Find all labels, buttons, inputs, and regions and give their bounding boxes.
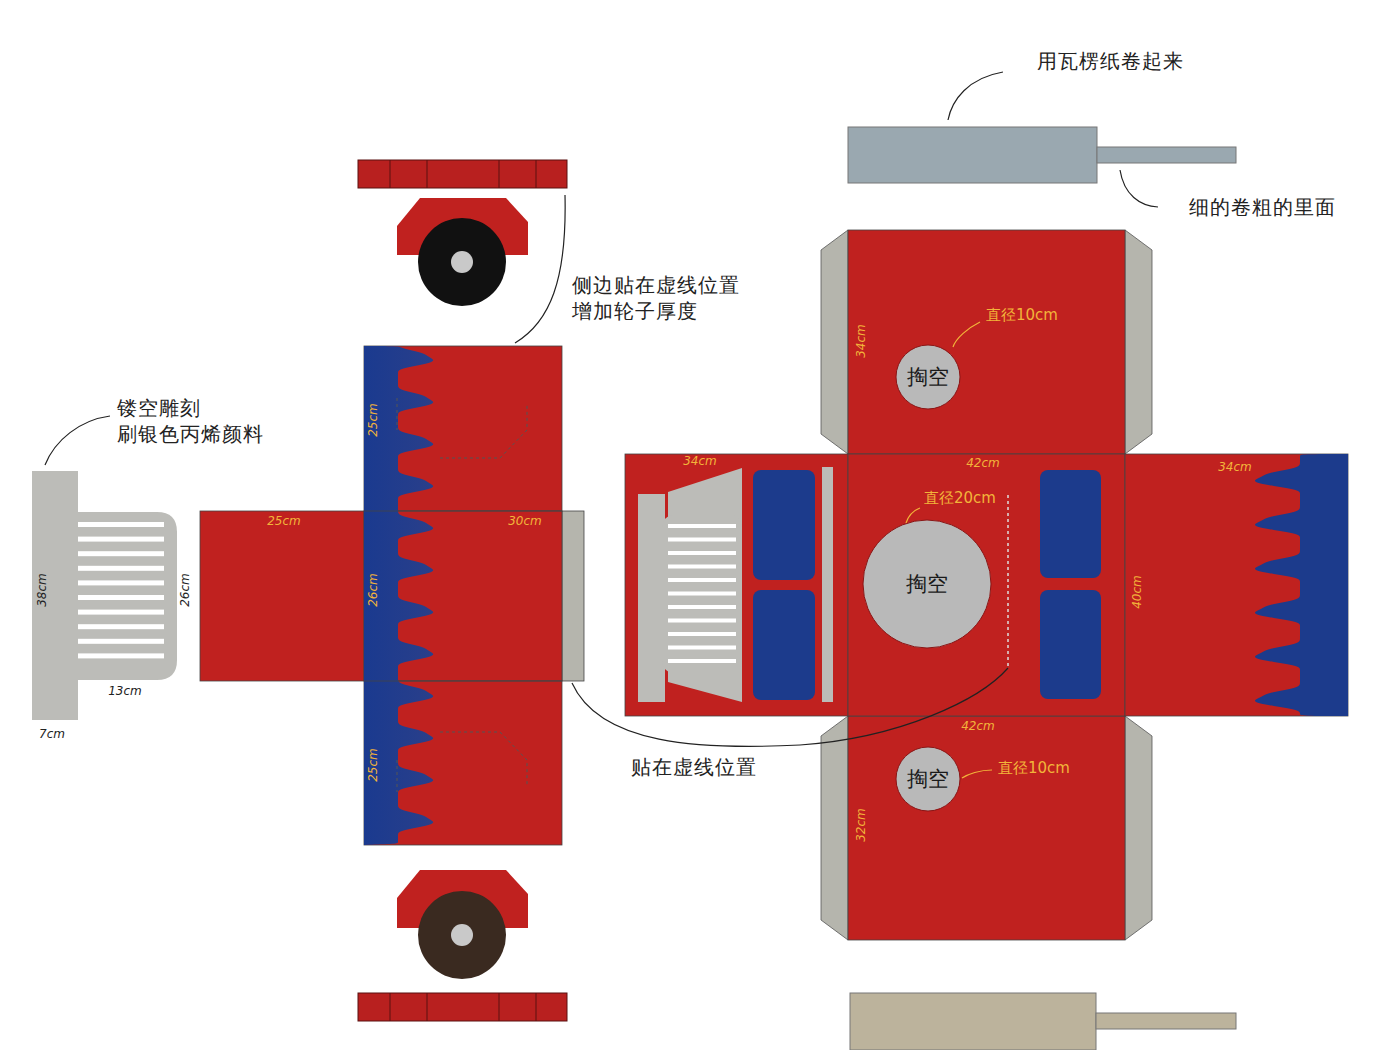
cutout-circle: 掏空: [862, 519, 992, 649]
dimension-label: 25cm: [366, 403, 382, 437]
cutout-text: 掏空: [862, 519, 992, 649]
cutout-text: 掏空: [895, 344, 961, 410]
dimension-label: 30cm: [508, 514, 542, 530]
dimension-label: 25cm: [366, 748, 382, 782]
flame-pattern: [1255, 454, 1348, 716]
dimension-label: 26cm: [178, 573, 194, 607]
dimension-label: 34cm: [683, 454, 717, 470]
instruction-note: 镂空雕刻 刷银色丙烯颜料: [117, 395, 317, 447]
diameter-label: 直径10cm: [986, 306, 1058, 326]
dimension-label: 38cm: [35, 573, 51, 607]
dimension-label: 7cm: [39, 727, 65, 743]
dimension-label: 13cm: [108, 684, 142, 700]
cutout-text: 掏空: [895, 746, 961, 812]
instruction-note: 贴在虚线位置: [631, 754, 757, 780]
dimension-label: 40cm: [1130, 575, 1146, 609]
dimension-label: 34cm: [854, 324, 870, 358]
dimension-label: 32cm: [854, 808, 870, 842]
instruction-note: 细的卷粗的里面: [1189, 194, 1336, 220]
dimension-label: 25cm: [267, 514, 301, 530]
diameter-label: 直径10cm: [998, 759, 1070, 779]
dimension-label: 42cm: [966, 456, 1000, 472]
dimension-label: 34cm: [1218, 460, 1252, 476]
cutout-circle: 掏空: [895, 344, 961, 410]
instruction-note: 侧边贴在虚线位置 增加轮子厚度: [572, 272, 762, 324]
cutout-circle: 掏空: [895, 746, 961, 812]
dimension-label: 42cm: [961, 719, 995, 735]
flame-pattern: [364, 346, 433, 845]
instruction-note: 用瓦楞纸卷起来: [1037, 48, 1184, 74]
dimension-label: 26cm: [366, 573, 382, 607]
diameter-label: 直径20cm: [924, 489, 996, 509]
